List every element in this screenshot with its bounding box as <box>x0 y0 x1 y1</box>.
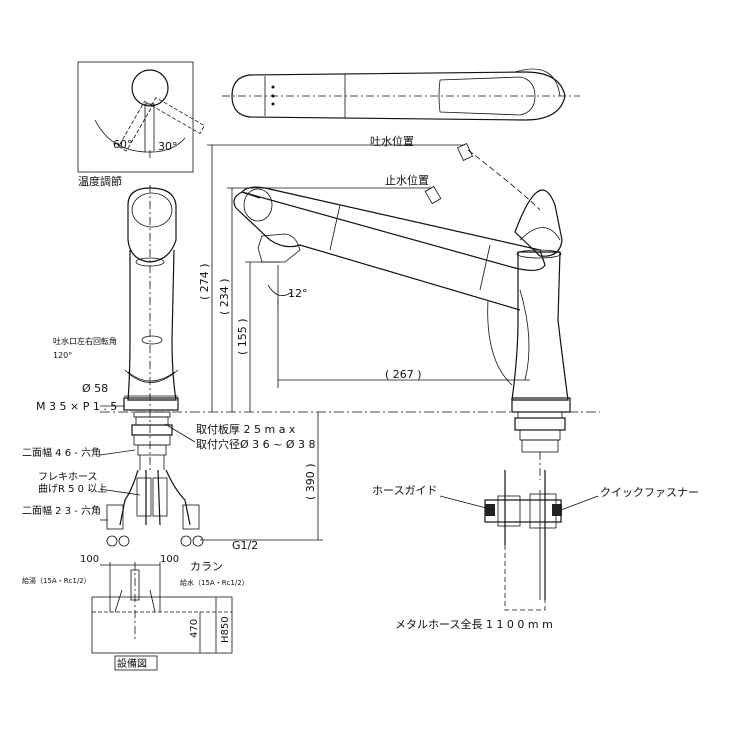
swivel-angle-title: 吐水口左右回転角 <box>53 336 117 346</box>
collar-label: カラン <box>190 560 223 573</box>
angle-30-label: 30° <box>158 140 178 153</box>
dim-100-right: 100 <box>160 554 179 565</box>
dim-267: ( 267 ) <box>385 368 422 381</box>
dimension-lines <box>99 144 599 541</box>
g12-thread-label: G1/2 <box>232 539 258 552</box>
dim-274: ( 274 ) <box>198 263 211 300</box>
quick-fastener-label: クイックファスナー <box>600 486 699 499</box>
dim-12-deg: 12° <box>288 287 308 300</box>
dim-470: 470 <box>189 619 200 638</box>
dim-155: ( 155 ) <box>236 318 249 355</box>
dim-100-left: 100 <box>80 554 99 565</box>
hot-supply-label: 給湯（15A・Rc1/2） <box>22 576 91 585</box>
hose-guide-label: ホースガイド <box>372 484 437 497</box>
hole-diameter-label: 取付穴径Ø 3 6 ~ Ø 3 8 <box>196 437 316 451</box>
diameter-58-label: Ø 58 <box>82 382 108 395</box>
dim-390: ( 390 ) <box>304 463 317 500</box>
temperature-adjust-inset: 60° 30° <box>77 61 206 173</box>
top-view <box>222 68 580 121</box>
plate-thickness-label: 取付板厚 2 5 m a x <box>196 422 296 436</box>
install-diagram-label: 設備図 <box>117 657 147 670</box>
hex46-label: 二面幅 4 6 - 六角 <box>22 446 101 459</box>
cold-supply-label: 給水（15A・Rc1/2） <box>180 578 249 587</box>
hex23-label: 二面幅 2 3 - 六角 <box>22 504 101 517</box>
dim-234: ( 234 ) <box>218 278 231 315</box>
flex-hose-label-2: 曲げR 5 0 以上 <box>38 483 107 495</box>
spout-water-position-label: 吐水位置 <box>370 134 414 148</box>
dim-h850: H850 <box>220 616 231 643</box>
angle-60-label: 60° <box>113 138 133 151</box>
thread-spec-label: M 3 5 × P 1 . 5 <box>36 400 117 413</box>
metal-hose-length-label: メタルホース全長 1 1 0 0 m m <box>395 617 553 631</box>
stop-water-position-label: 止水位置 <box>385 173 429 187</box>
swivel-angle-value: 120° <box>53 351 72 360</box>
flex-hose-label-1: フレキホース <box>38 471 98 483</box>
temp-adjust-caption: 温度調節 <box>78 174 122 188</box>
installation-diagram <box>91 562 233 654</box>
side-view-faucet <box>106 185 204 547</box>
